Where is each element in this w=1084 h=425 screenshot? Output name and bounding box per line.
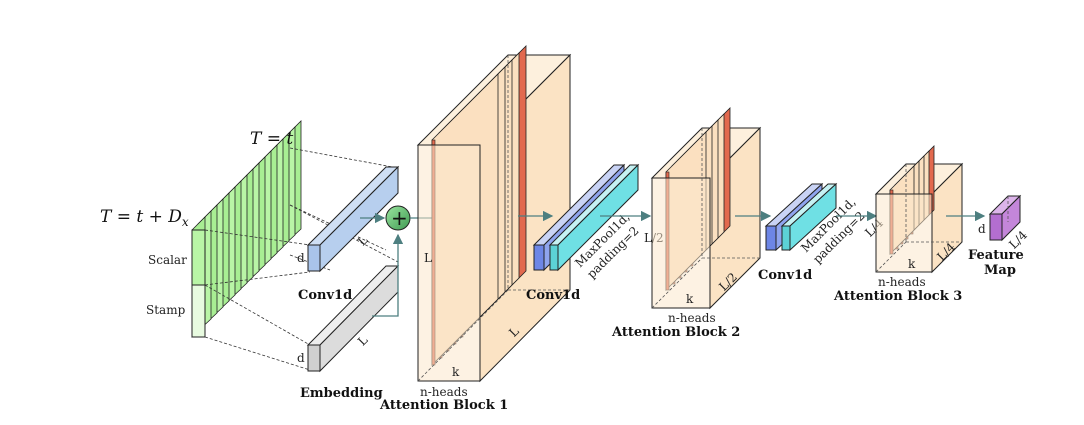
feature-d: d bbox=[978, 222, 986, 236]
scalar-label: Scalar bbox=[148, 253, 187, 267]
svg-text:+: + bbox=[391, 206, 408, 230]
block2-title: Attention Block 2 bbox=[611, 325, 740, 340]
block3-title: Attention Block 3 bbox=[833, 289, 962, 304]
embedding-arrows bbox=[360, 212, 404, 317]
block2-k: k bbox=[686, 292, 694, 306]
conv-d-label: d bbox=[297, 251, 305, 265]
block2-heads: n-heads bbox=[668, 311, 716, 325]
feature-title-1: Feature bbox=[968, 248, 1024, 263]
feature-title-2: Map bbox=[984, 263, 1016, 278]
stamp-label: Stamp bbox=[146, 303, 186, 317]
conv-pool-1: Conv1d MaxPool1d, padding=2 L/2 bbox=[526, 163, 664, 303]
add-operation: + bbox=[385, 205, 411, 231]
input-front-face-scalar bbox=[191, 229, 206, 286]
block3-heads: n-heads bbox=[878, 275, 926, 289]
embed-d-label: d bbox=[297, 351, 305, 365]
input-sequence: Scalar Stamp T = t T = t + Dx bbox=[100, 120, 302, 338]
block3-k: k bbox=[908, 257, 916, 271]
block1-k: k bbox=[452, 365, 460, 379]
attention-block-1: L L k n-heads Attention Block 1 bbox=[379, 45, 572, 413]
time-top-label: T = t bbox=[250, 129, 293, 149]
input-front-face-stamp bbox=[191, 284, 206, 338]
embed-L-label: L bbox=[355, 333, 371, 349]
conv1d-2-label: Conv1d bbox=[758, 268, 812, 283]
conv-embedding-prism: d L Conv1d bbox=[297, 165, 400, 303]
block1-heads: n-heads bbox=[420, 385, 468, 399]
embedding-label: Embedding bbox=[300, 386, 383, 401]
block1-L-left: L bbox=[424, 251, 432, 265]
conv-pool-2: Conv1d MaxPool1d, padding=2 L/4 bbox=[758, 182, 886, 283]
time-left-label: T = t + Dx bbox=[100, 207, 189, 229]
attention-block-3: k L/4 n-heads Attention Block 3 bbox=[833, 145, 964, 304]
conv1d-embed-label: Conv1d bbox=[298, 288, 352, 303]
conv-L-label: L bbox=[355, 233, 371, 249]
conv1d-1-label: Conv1d bbox=[526, 288, 580, 303]
embedding-prism: d L Embedding bbox=[297, 264, 400, 401]
block1-title: Attention Block 1 bbox=[379, 398, 508, 413]
feature-map: d L/4 Feature Map bbox=[968, 194, 1030, 278]
attention-block-2: k L/2 n-heads Attention Block 2 bbox=[611, 107, 762, 340]
